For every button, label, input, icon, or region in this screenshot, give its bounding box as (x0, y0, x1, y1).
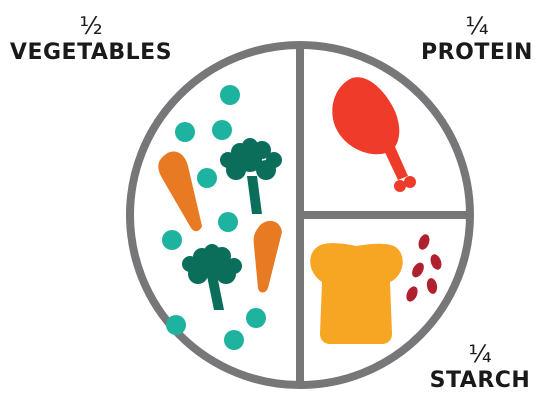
pea-icon (175, 122, 195, 142)
pea-icon (162, 230, 182, 250)
vegetables-label: ½ VEGETABLES (6, 14, 176, 64)
vegetables-text: VEGETABLES (9, 40, 173, 65)
starch-text: STARCH (429, 368, 531, 393)
pea-icon (166, 315, 186, 335)
pea-icon (197, 168, 217, 188)
bean-icon (406, 286, 418, 302)
carrot-icon (253, 220, 282, 293)
bean-icon (430, 254, 442, 270)
pea-icon (224, 330, 244, 350)
bean-icon (426, 278, 438, 294)
protein-fraction: ¼ (465, 12, 489, 40)
peas-group (162, 85, 266, 350)
carrot-icon (158, 151, 202, 232)
drumstick-icon (332, 77, 416, 192)
bean-icon (418, 234, 430, 250)
bean-icon (412, 262, 424, 278)
pea-icon (218, 212, 238, 232)
pea-icon (220, 85, 240, 105)
broccoli-icon (182, 244, 242, 310)
protein-label: ¼ PROTEIN (416, 14, 538, 64)
protein-text: PROTEIN (421, 40, 533, 65)
starch-label: ¼ STARCH (424, 342, 536, 392)
beans-group (406, 234, 442, 302)
pea-icon (212, 120, 232, 140)
bread-icon (310, 243, 403, 344)
pea-icon (246, 308, 266, 328)
vegetables-fraction: ½ (79, 12, 103, 40)
broccoli-icon (220, 138, 282, 214)
starch-fraction: ¼ (468, 340, 492, 368)
